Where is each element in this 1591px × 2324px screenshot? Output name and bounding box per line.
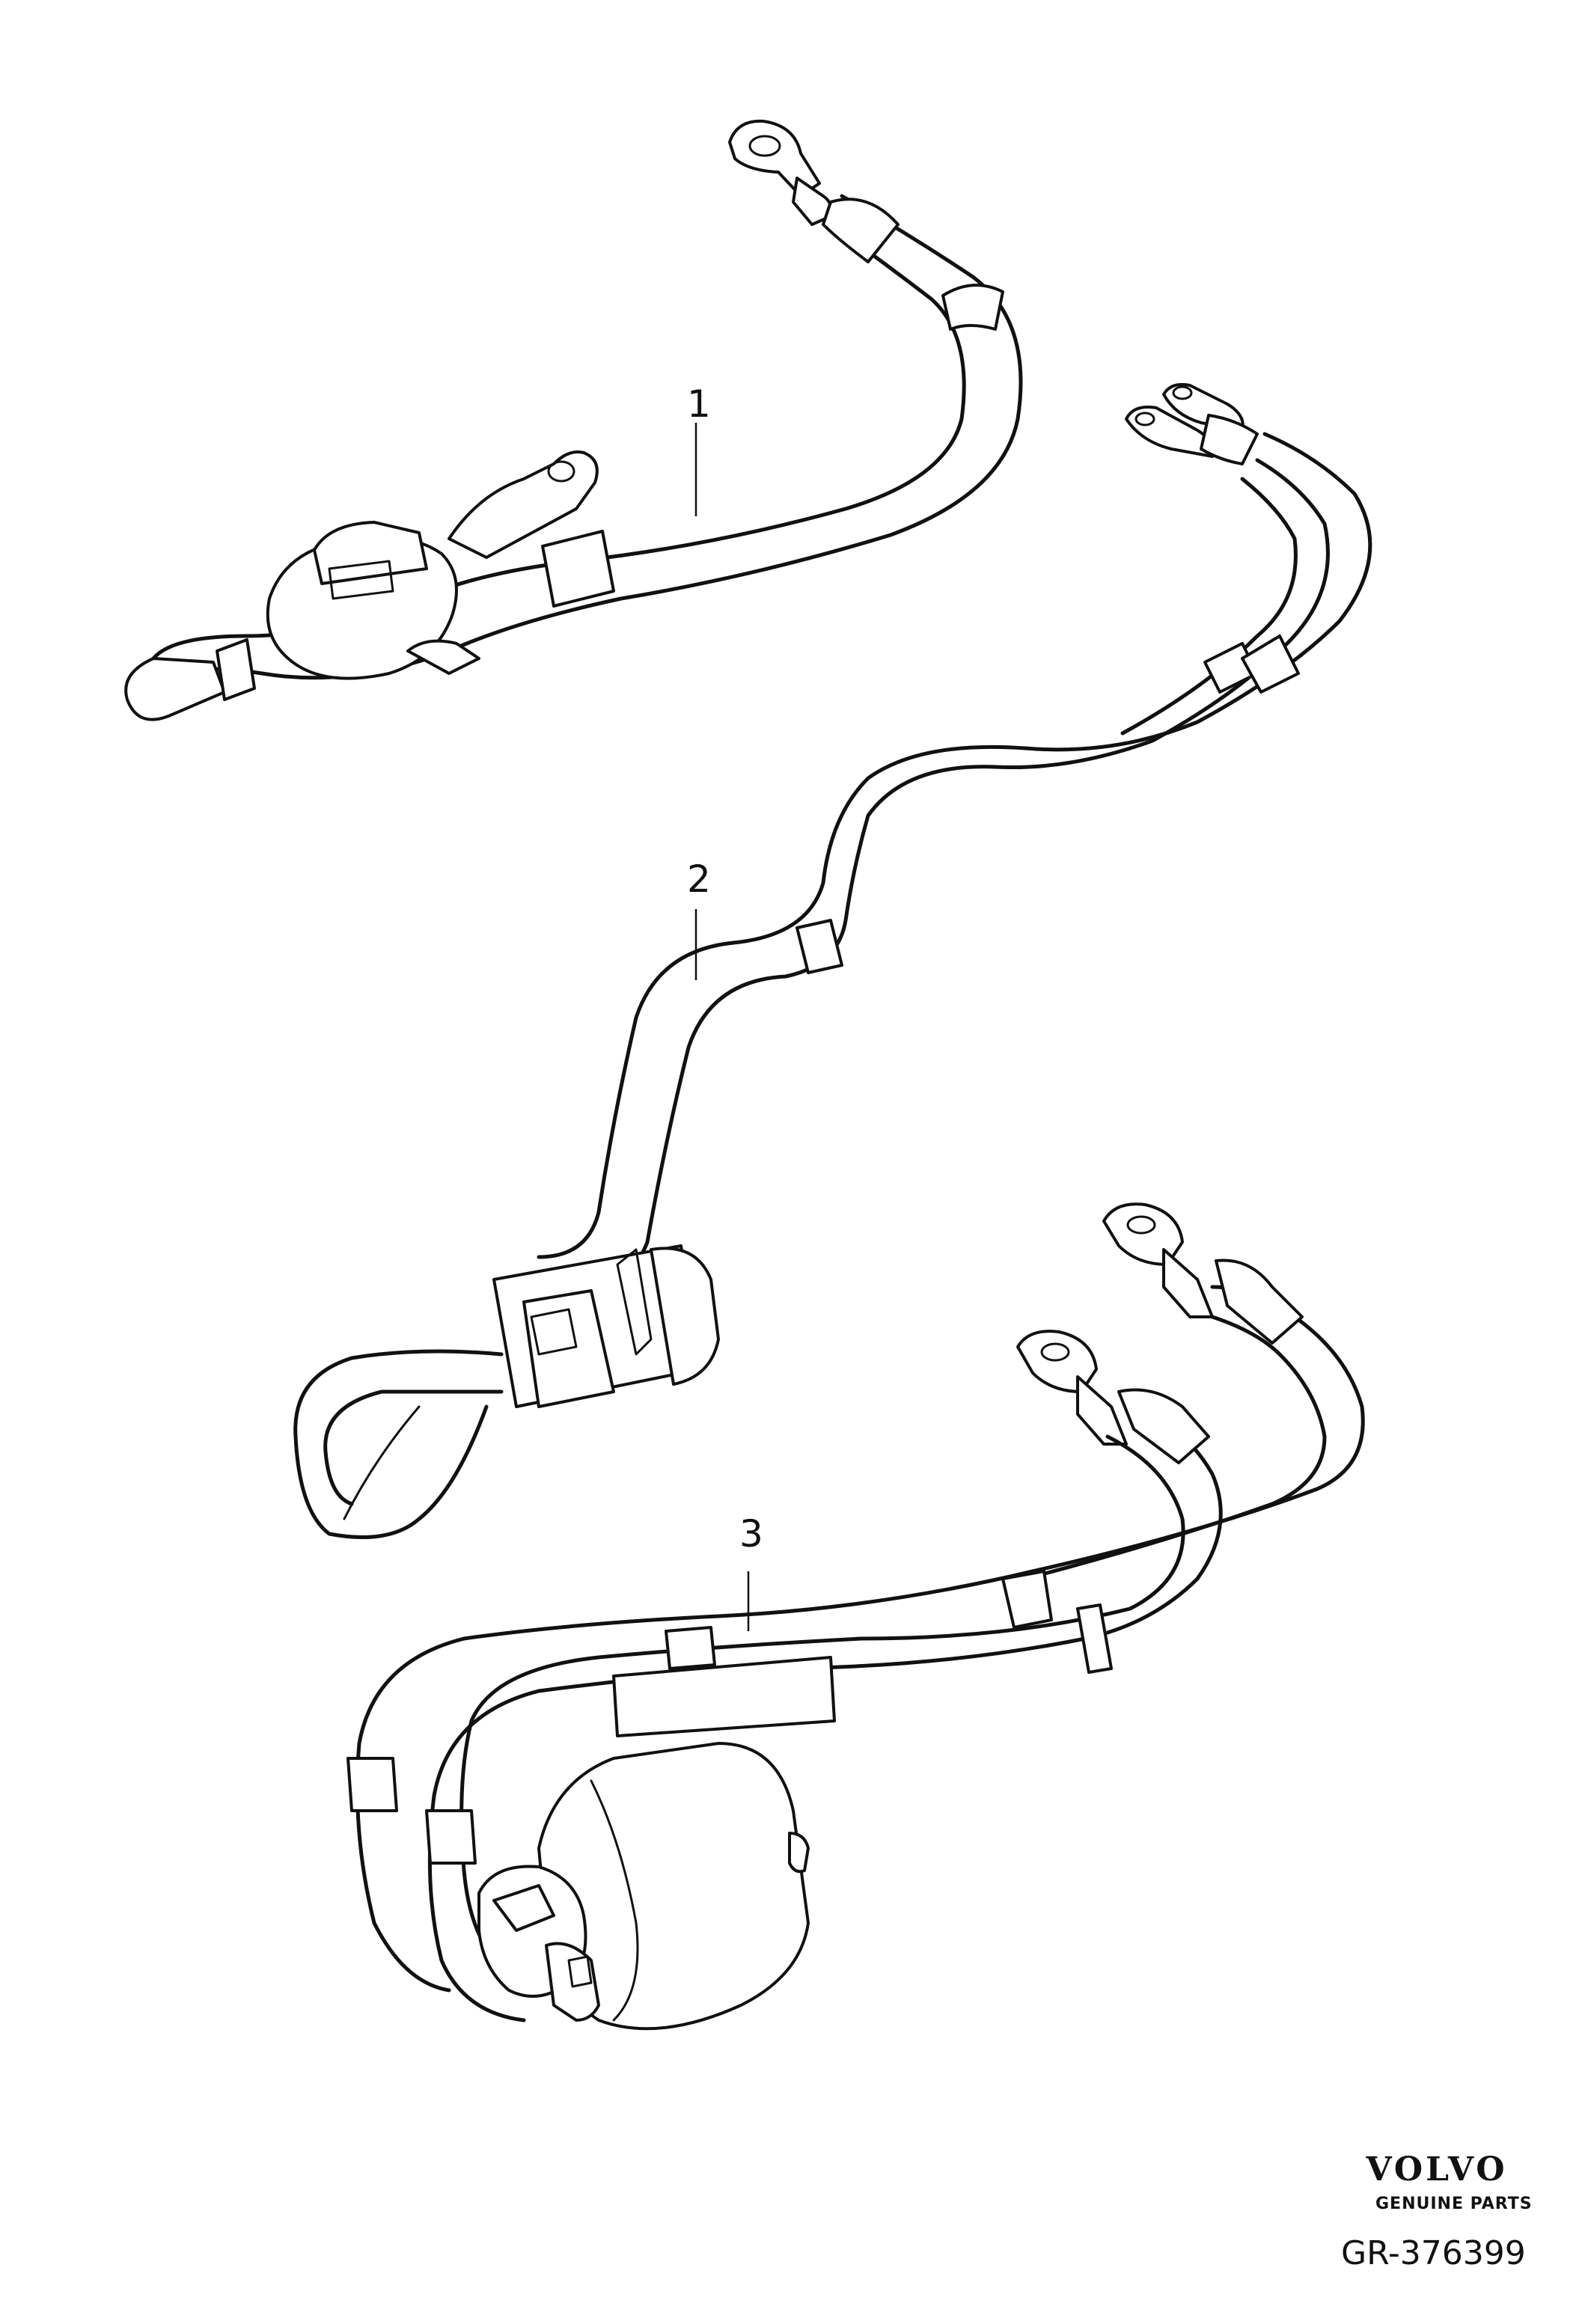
cable-assembly-1: [124, 119, 1023, 721]
callout-3: 3: [739, 1512, 763, 1556]
ring-terminal-upper: [1102, 1202, 1214, 1318]
ring-terminal: [728, 119, 833, 226]
connector-3: [477, 1742, 810, 2031]
connector-1: [266, 450, 599, 680]
callout-1: 1: [687, 382, 711, 426]
connector-2: [492, 1244, 720, 1408]
ring-terminal-lower: [1016, 1330, 1128, 1446]
volvo-logo: VOLVO: [1366, 2150, 1508, 2189]
diagram-reference-code: GR-376399: [1341, 2234, 1526, 2272]
callout-2: 2: [687, 857, 711, 901]
cable-assembly-2: [293, 382, 1372, 1539]
cable-assembly-3: [346, 1202, 1365, 2031]
genuine-parts-tagline: GENUINE PARTS: [1375, 2195, 1533, 2213]
ring-terminals-pair: [1125, 382, 1259, 465]
